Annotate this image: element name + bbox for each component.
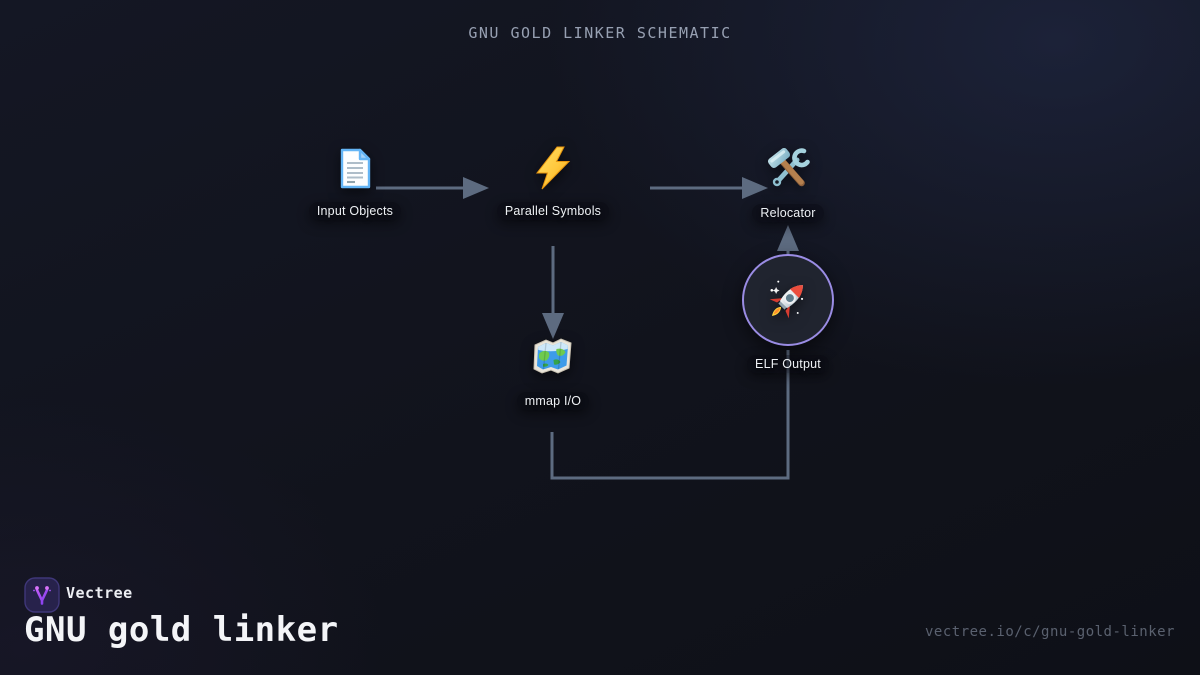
world-map-icon [533, 338, 572, 374]
document-icon [340, 148, 371, 189]
page-title: GNU gold linker [24, 610, 339, 650]
highlight-circle [742, 254, 834, 346]
node-input-objects: Input Objects [275, 146, 435, 220]
node-mmap-io: mmap I/O [473, 334, 633, 410]
node-label: Relocator [752, 204, 824, 222]
node-label: Parallel Symbols [496, 202, 610, 220]
vectree-logo-icon [24, 577, 60, 613]
hammer-wrench-icon [767, 147, 810, 187]
node-relocator: Relocator [708, 146, 868, 222]
rocket-icon [769, 280, 804, 319]
brand-name: Vectree [66, 584, 133, 602]
edge-elf-to-relocator [777, 225, 799, 256]
node-label: Input Objects [308, 202, 402, 220]
lightning-icon [535, 146, 571, 190]
node-label: mmap I/O [516, 392, 590, 410]
node-elf-output: ELF Output [708, 254, 868, 373]
page-url: vectree.io/c/gnu-gold-linker [924, 624, 1175, 640]
edge-parallel-to-mmap [542, 246, 564, 339]
node-parallel-symbols: Parallel Symbols [473, 146, 633, 220]
schematic-title: GNU GOLD LINKER SCHEMATIC [468, 24, 732, 42]
node-label: ELF Output [747, 355, 829, 373]
